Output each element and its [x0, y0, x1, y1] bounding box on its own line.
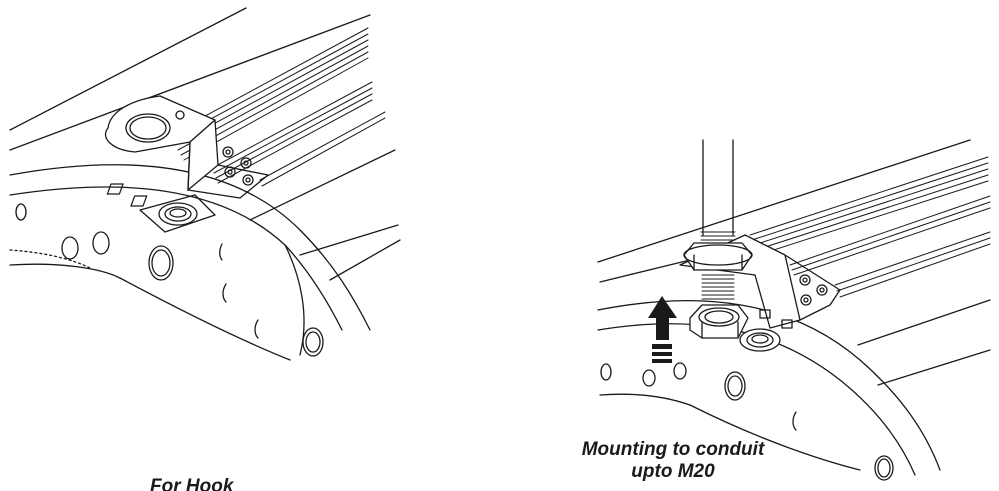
conduit-mount-caption: Mounting to conduit upto M20 — [548, 439, 798, 483]
hook-mount-caption: For Hook mounting — [150, 476, 234, 491]
left-hook-mount-illustration — [9, 7, 401, 361]
caption-line-2: upto M20 — [631, 461, 715, 482]
right-heatsink-fins — [749, 156, 991, 298]
right-cable-gland — [739, 328, 781, 352]
caption-line-1: Mounting to conduit — [581, 439, 765, 460]
up-arrow-icon — [648, 296, 677, 363]
left-cable-gland — [106, 183, 216, 233]
left-curved-frame — [9, 164, 371, 361]
left-hook-bracket — [104, 95, 269, 199]
conduit-pipe — [683, 139, 753, 339]
